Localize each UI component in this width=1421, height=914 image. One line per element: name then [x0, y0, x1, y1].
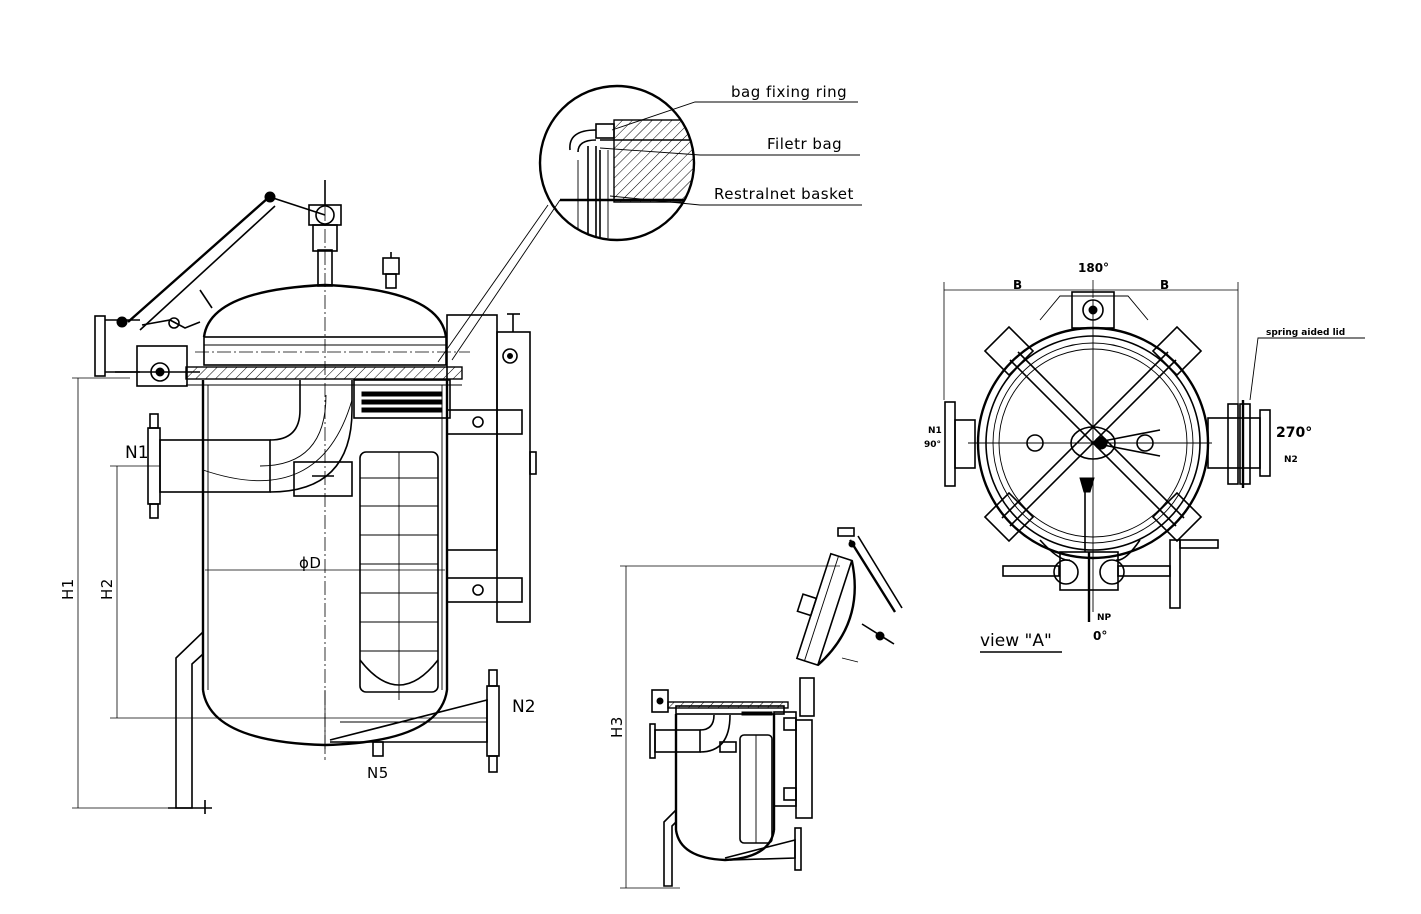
leader-bag-fixing-ring	[611, 101, 858, 131]
angle-180-label: 180°	[1078, 261, 1109, 275]
view-a-plan: 180° B B 270° N2 N1 90° NP 0° spring aid…	[924, 261, 1365, 653]
open-lid-view: H3	[608, 527, 903, 889]
gas-spring	[127, 197, 269, 323]
view-a-n2-nozzle	[1207, 417, 1261, 469]
nozzle-n1-label: N1	[125, 443, 149, 463]
restraint-basket-label: Restralnet basket	[714, 185, 854, 203]
filter-bag-label: Filetr bag	[767, 135, 842, 153]
small-flange	[667, 701, 789, 709]
gauge-nozzle	[385, 273, 397, 289]
upper-lug	[446, 409, 523, 435]
h3-label: H3	[608, 716, 626, 738]
view-a-lug-ne	[1151, 325, 1203, 377]
view-a-lug-nw	[983, 325, 1035, 377]
outlet-flange	[486, 685, 500, 757]
hinge-bracket	[446, 314, 498, 551]
opened-lid	[795, 552, 856, 667]
swing-bolt-bracket	[94, 315, 106, 377]
detail-view: bag fixing ring Filetr bag Restralnet ba…	[538, 83, 862, 242]
b-right-label: B	[1160, 278, 1169, 292]
detail-leader	[451, 199, 561, 361]
h1-label: H1	[59, 578, 77, 600]
leader-filter-bag	[599, 147, 860, 156]
clamp-block	[136, 345, 188, 387]
spring-aided-lid-note: spring aided lid	[1266, 328, 1345, 338]
leader-restraint-basket	[609, 195, 862, 206]
detail-flange-section	[613, 119, 694, 203]
diameter-label: ϕD	[299, 554, 321, 572]
angle-0-label: 0°	[1093, 629, 1107, 643]
angle-90-label: 90°	[924, 440, 941, 450]
view-a-n2-label: N2	[1284, 455, 1298, 465]
view-a-lug-sw	[983, 491, 1035, 543]
small-gas-spring	[848, 539, 897, 613]
bag-fixing-ring	[353, 379, 451, 419]
inlet-pipe	[159, 439, 271, 493]
drain-nozzle	[372, 741, 384, 757]
lid-dome	[202, 283, 448, 338]
support-leg	[175, 631, 204, 809]
b-left-label: B	[1013, 278, 1022, 292]
lower-lug	[446, 577, 523, 603]
nozzle-n5-label: N5	[367, 764, 389, 782]
nameplate	[293, 461, 353, 497]
nozzle-n2-label: N2	[512, 697, 536, 717]
view-a-n1-nozzle	[954, 419, 976, 469]
lid-note-leader	[1249, 337, 1365, 401]
body-flange	[185, 366, 463, 380]
view-a-n1-label: N1	[928, 426, 942, 436]
outlet-pipe	[329, 698, 488, 743]
detail-fixing-ring	[595, 123, 615, 139]
main-elevation-view: N1 N2 N5 ϕD H1 H2	[59, 180, 561, 814]
view-a-lug-se	[1151, 491, 1203, 543]
view-a-title: view "A"	[980, 631, 1052, 651]
small-inlet	[654, 729, 701, 753]
np-label: NP	[1097, 613, 1112, 623]
angle-270-label: 270°	[1276, 425, 1312, 441]
h2-label: H2	[98, 578, 116, 600]
bag-fixing-ring-label: bag fixing ring	[731, 83, 847, 101]
vent-nozzle	[317, 249, 333, 287]
